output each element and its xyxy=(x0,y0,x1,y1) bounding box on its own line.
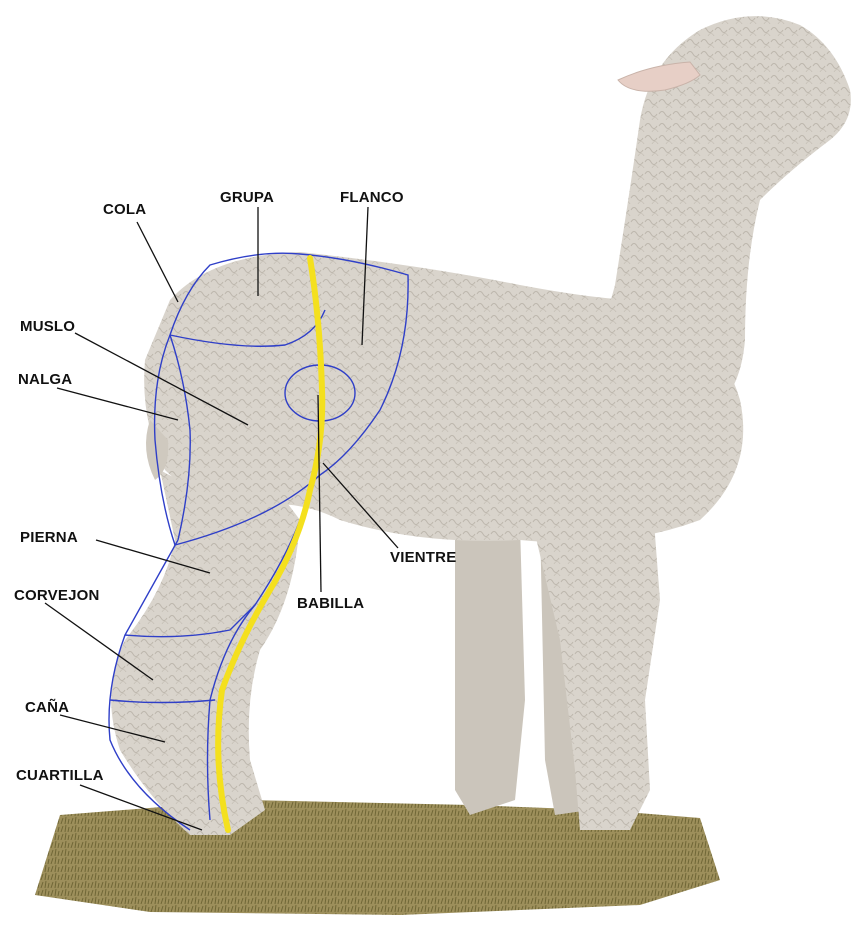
label-grupa: GRUPA xyxy=(220,189,274,206)
label-cuartilla: CUARTILLA xyxy=(16,767,104,784)
front-near-leg xyxy=(520,470,660,830)
leader-cola xyxy=(137,222,178,302)
far-hind-leg xyxy=(455,520,525,815)
label-muslo: MUSLO xyxy=(20,318,75,335)
label-pierna: PIERNA xyxy=(20,529,78,546)
label-cana: CAÑA xyxy=(25,698,69,716)
label-babilla: BABILLA xyxy=(297,595,364,612)
label-vientre: VIENTRE xyxy=(390,549,456,566)
label-nalga: NALGA xyxy=(18,371,72,388)
label-cola: COLA xyxy=(103,201,146,218)
label-corvejon: CORVEJON xyxy=(14,587,100,604)
label-flanco: FLANCO xyxy=(340,189,404,206)
hind-near-leg xyxy=(111,470,300,835)
